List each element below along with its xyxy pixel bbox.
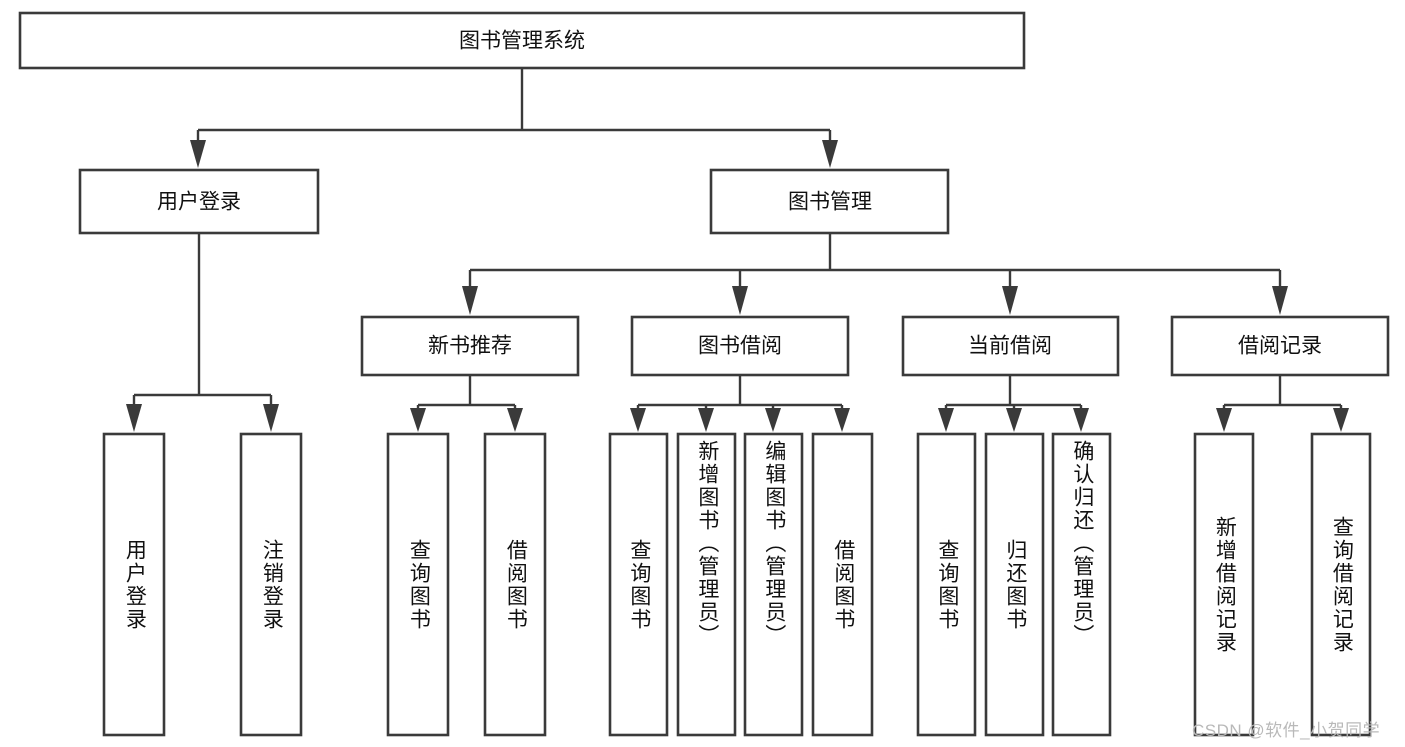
arrow-head-leaf-borrow-book-rec [507,408,523,432]
node-book-borrow[interactable]: 图书借阅 [630,315,850,377]
node-book-manage[interactable]: 图书管理 [709,168,950,235]
node-leaf-add-borrow-record-box[interactable] [1193,432,1255,737]
node-current-borrow-label: 当前借阅 [968,335,1052,358]
arrow-head-leaf-confirm-return-admin [1073,408,1089,432]
arrow-head-user-login [190,140,206,168]
node-leaf-query-book-borrow-box[interactable] [608,432,669,737]
node-leaf-borrow-book-rec-box[interactable] [483,432,547,737]
arrow-head-leaf-logout-login [263,404,279,432]
node-leaf-user-login-box[interactable] [102,432,166,737]
arrow-head-book-borrow [732,286,748,315]
node-borrow-record-box[interactable] [1170,315,1390,377]
arrow-head-leaf-borrow-book [834,408,850,432]
node-book-manage-box[interactable] [709,168,950,235]
node-borrow-record[interactable]: 借阅记录 [1170,315,1390,377]
arrow-head-leaf-return-book [1006,408,1022,432]
node-leaf-query-borrow-record-box[interactable] [1310,432,1372,737]
node-leaf-query-book-current-box[interactable] [916,432,977,737]
arrow-head-new-book-recommend [462,286,478,315]
arrow-head-leaf-query-book-borrow [630,408,646,432]
node-borrow-record-label: 借阅记录 [1238,335,1322,358]
node-leaf-confirm-return-admin-box[interactable] [1051,432,1112,737]
arrow-head-leaf-query-book-rec [410,408,426,432]
node-new-book-recommend-box[interactable] [360,315,580,377]
arrow-head-current-borrow [1002,286,1018,315]
node-leaf-return-book-box[interactable] [984,432,1045,737]
arrow-head-leaf-query-book-current [938,408,954,432]
node-current-borrow-box[interactable] [901,315,1120,377]
node-new-book-recommend[interactable]: 新书推荐 [360,315,580,377]
leaf-box-layer [102,432,1372,737]
arrow-head-leaf-add-borrow-record [1216,408,1232,432]
node-book-borrow-box[interactable] [630,315,850,377]
arrow-head-leaf-add-book-admin [698,408,714,432]
csdn-watermark: CSDN @软件_小贺同学 [1192,721,1381,740]
node-user-login[interactable]: 用户登录 [78,168,320,235]
arrow-head-book-manage [822,140,838,168]
arrow-head-borrow-record [1272,286,1288,315]
node-root[interactable]: 图书管理系统 [18,11,1026,70]
arrow-head-leaf-edit-book-admin [765,408,781,432]
node-current-borrow[interactable]: 当前借阅 [901,315,1120,377]
arrow-head-leaf-user-login [126,404,142,432]
node-leaf-logout-login-box[interactable] [239,432,303,737]
node-user-login-box[interactable] [78,168,320,235]
node-new-book-recommend-label: 新书推荐 [428,335,512,358]
node-root-box[interactable] [18,11,1026,70]
node-leaf-borrow-book-box[interactable] [811,432,874,737]
node-leaf-edit-book-admin-box[interactable] [743,432,804,737]
node-book-borrow-label: 图书借阅 [698,335,782,358]
node-root-label: 图书管理系统 [459,30,585,53]
connector-layer [126,68,1349,432]
node-book-manage-label: 图书管理 [788,191,872,214]
arrow-head-leaf-query-borrow-record [1333,408,1349,432]
node-leaf-query-book-rec-box[interactable] [386,432,450,737]
node-user-login-label: 用户登录 [157,191,241,214]
node-leaf-add-book-admin-box[interactable] [676,432,737,737]
